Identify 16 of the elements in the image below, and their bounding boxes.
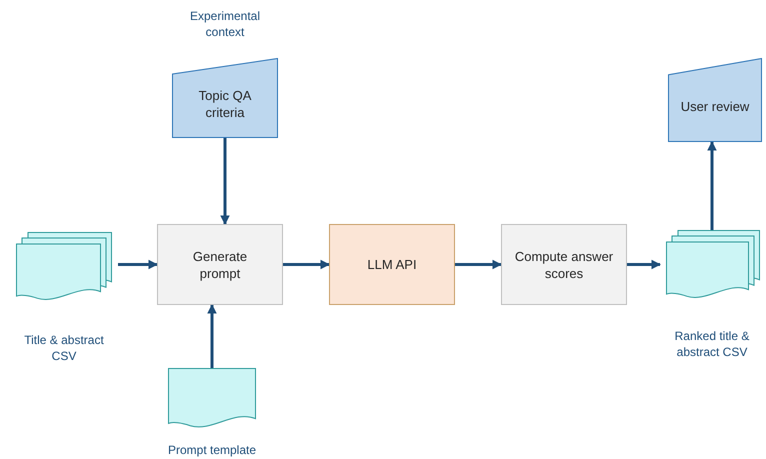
node-label: Title & abstract CSV [23, 332, 105, 364]
arrow [118, 260, 158, 270]
process-box: LLM API [329, 224, 455, 305]
node-label: Prompt template [166, 442, 258, 458]
arrow [283, 260, 330, 270]
node-label: Ranked title & abstract CSV [674, 328, 750, 360]
arrow [220, 138, 230, 225]
process-box: Generate prompt [157, 224, 283, 305]
node-label: Experimental context [188, 8, 262, 40]
shape-label: User review [680, 98, 750, 114]
arrow [707, 141, 717, 230]
arrow [455, 260, 502, 270]
process-box: Compute answer scores [501, 224, 627, 305]
arrow [207, 304, 217, 368]
arrow [627, 260, 661, 270]
shape-label: Topic QA criteria [198, 87, 252, 121]
